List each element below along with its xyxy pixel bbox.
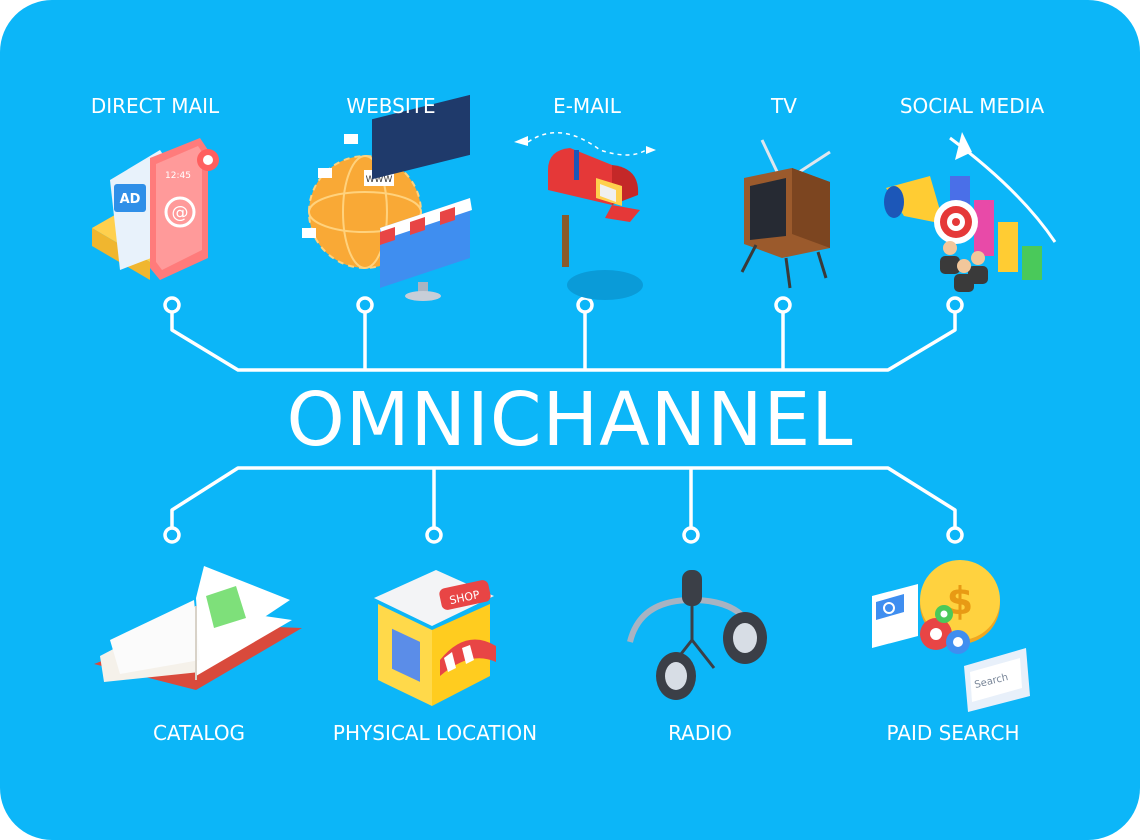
label-catalog: CATALOG xyxy=(152,721,246,745)
label-radio: RADIO xyxy=(668,721,732,745)
node-radio xyxy=(682,526,700,544)
direct-mail-icon: AD @ 12:45 xyxy=(92,138,219,280)
node-tv xyxy=(774,296,792,314)
paid-search-icon: $ Search xyxy=(872,560,1030,712)
tv-icon xyxy=(740,139,831,289)
social-media-megaphone-icon xyxy=(884,132,1057,292)
shop-icon: SHOP xyxy=(374,570,496,706)
node-website xyxy=(356,296,374,314)
node-physical-location xyxy=(425,526,443,544)
label-tv: TV xyxy=(771,94,797,118)
node-social-media xyxy=(946,296,964,314)
page-title: OMNICHANNEL xyxy=(286,377,854,463)
ad-text: AD xyxy=(120,192,141,207)
node-catalog xyxy=(163,526,181,544)
www-text: WWW xyxy=(366,175,393,185)
node-paid-search xyxy=(946,526,964,544)
label-paid-search: PAID SEARCH xyxy=(886,721,1020,745)
label-social-media: SOCIAL MEDIA xyxy=(899,94,1045,118)
website-globe-icon: WWW xyxy=(302,94,472,301)
svg-text:@: @ xyxy=(172,203,189,223)
label-physical-location: PHYSICAL LOCATION xyxy=(332,721,538,745)
email-mailbox-icon xyxy=(514,131,656,300)
label-direct-mail: DIRECT MAIL xyxy=(90,94,220,118)
radio-microphone-icon xyxy=(627,570,767,700)
catalog-book-icon xyxy=(94,566,302,690)
node-email xyxy=(576,296,594,314)
label-email: E-MAIL xyxy=(553,94,621,118)
phone-time-text: 12:45 xyxy=(165,171,191,181)
label-website: WEBSITE xyxy=(346,94,436,118)
node-direct-mail xyxy=(163,296,181,314)
bottom-connector-bus xyxy=(170,466,957,535)
top-connector-bus xyxy=(170,305,957,372)
shop-sign-text: SHOP xyxy=(448,588,481,607)
